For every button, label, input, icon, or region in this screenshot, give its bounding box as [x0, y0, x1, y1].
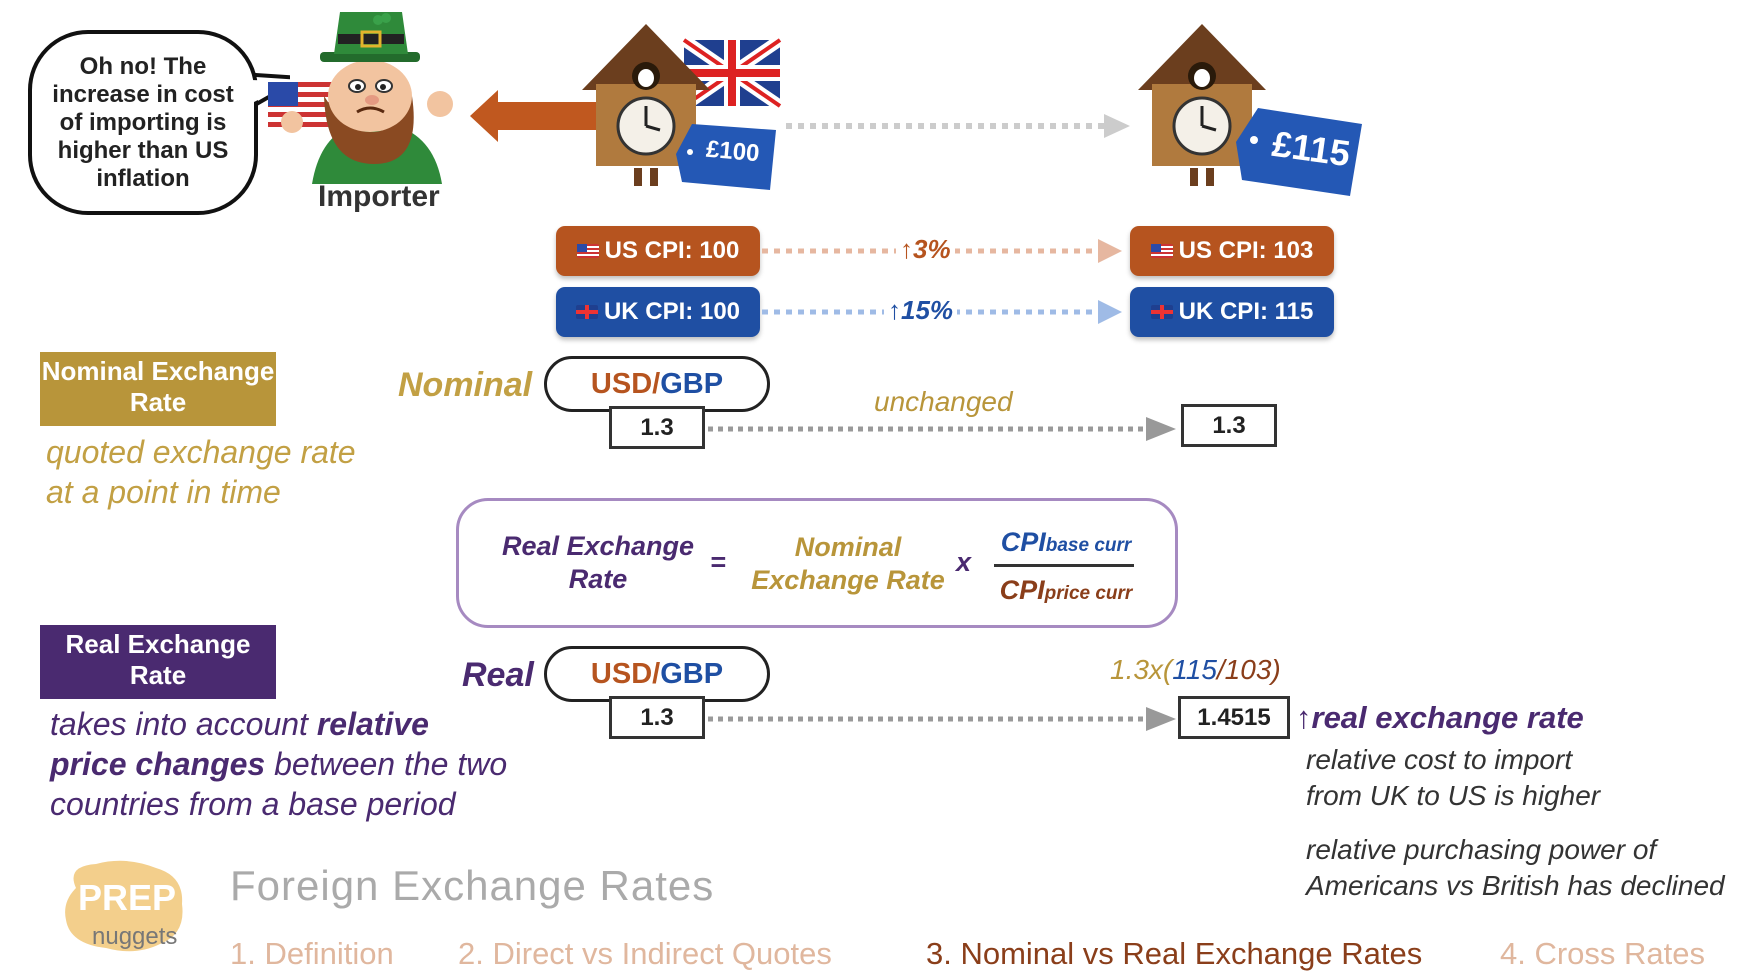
nominal-big-label: Nominal	[398, 366, 533, 404]
real-description-line: price changes between the two	[50, 744, 507, 784]
nominal-description-line: at a point in time	[46, 474, 281, 510]
uk-cpi-start-text: UK CPI: 100	[603, 298, 741, 325]
nominal-section-label: Nominal Exchange Rate	[40, 352, 276, 426]
real-description-line: takes into account relative	[50, 704, 507, 744]
real-note-line: relative cost to import	[1306, 744, 1573, 775]
real-desc-emphasis: relative	[316, 706, 429, 742]
formula-numerator-main: CPI	[1000, 527, 1046, 557]
formula-lhs: Real Exchange Rate	[492, 530, 704, 596]
price-tag-before-text: £100	[704, 135, 761, 168]
real-exchange-rate-formula	[456, 498, 1178, 628]
us-cpi-change: ↑3%	[896, 234, 955, 265]
real-rate-arrow	[708, 707, 1176, 731]
formula-times: x	[956, 547, 972, 577]
nominal-rate-end: 1.3	[1181, 404, 1277, 447]
real-rate-start: 1.3	[609, 696, 705, 739]
formula-numerator: CPIbase curr	[996, 526, 1136, 562]
price-tag-after	[1236, 108, 1362, 196]
up-arrow-icon: ↑	[900, 234, 913, 264]
up-arrow-icon: ↑	[1296, 700, 1312, 735]
real-note-1: relative cost to import from UK to US is…	[1306, 742, 1600, 814]
cuckoo-clock-later-illustration	[1138, 24, 1266, 186]
real-desc-text: takes into account	[50, 706, 317, 742]
uk-cpi-start: UK CPI: 100	[556, 287, 760, 337]
currency-slash: /	[652, 367, 661, 400]
uk-cpi-end-text: UK CPI: 115	[1178, 298, 1314, 325]
speech-bubble: Oh no! The increase in cost of importing…	[28, 30, 258, 215]
us-cpi-end-text: US CPI: 103	[1178, 237, 1314, 264]
importer-character-illustration	[268, 12, 453, 184]
speech-bubble-tail-cover	[248, 80, 296, 104]
import-arrow	[470, 90, 596, 142]
real-big-label: Real	[462, 656, 534, 694]
course-title: Foreign Exchange Rates	[230, 862, 715, 909]
svg-text:nuggets: nuggets	[92, 923, 177, 950]
up-arrow-icon: ↑	[888, 295, 901, 325]
nominal-unchanged-note: unchanged	[874, 386, 1013, 417]
formula-equals: =	[710, 547, 726, 577]
formula-fraction-bar	[994, 564, 1134, 567]
currency-usd: USD	[590, 657, 653, 690]
real-note-line: relative purchasing power of	[1306, 834, 1657, 865]
formula-numerator-sub: base curr	[1045, 535, 1132, 556]
formula-nominal-line: Exchange Rate	[751, 565, 945, 595]
real-note-line: Americans vs British has declined	[1306, 870, 1725, 901]
currency-gbp: GBP	[660, 367, 724, 400]
us-flag-icon	[576, 244, 599, 258]
nominal-description: quoted exchange rate at a point in time	[46, 432, 356, 512]
currency-usd: USD	[590, 367, 653, 400]
real-note-2: relative purchasing power of Americans v…	[1306, 832, 1725, 904]
nominal-currency-pair: USD/GBP	[544, 356, 770, 412]
us-cpi-change-text: 3%	[913, 234, 951, 264]
nav-item-direct-vs-indirect[interactable]: 2. Direct vs Indirect Quotes	[458, 936, 832, 971]
calc-part: 1.3x(	[1110, 654, 1173, 685]
formula-lhs-line: Real Exchange	[501, 531, 695, 561]
us-cpi-start: US CPI: 100	[556, 226, 760, 276]
speech-bubble-text: Oh no! The increase in cost of importing…	[52, 52, 234, 192]
us-cpi-end: US CPI: 103	[1130, 226, 1334, 276]
uk-flag-icon	[1150, 305, 1173, 319]
formula-nominal-line: Nominal	[794, 532, 902, 562]
real-desc-emphasis: price changes	[50, 746, 266, 782]
nav-item-definition[interactable]: 1. Definition	[230, 936, 394, 971]
real-description: takes into account relative price change…	[50, 704, 507, 824]
real-note-line: from UK to US is higher	[1306, 780, 1601, 811]
nominal-rate-arrow	[708, 417, 1176, 441]
real-description-line: countries from a base period	[50, 786, 456, 822]
us-cpi-start-text: US CPI: 100	[604, 237, 740, 264]
formula-denominator-sub: price curr	[1044, 583, 1133, 604]
formula-nominal: Nominal Exchange Rate	[742, 531, 954, 597]
real-rate-arrow-label: ↑real exchange rate	[1296, 700, 1584, 736]
real-desc-text: between the two	[265, 746, 508, 782]
real-rate-arrow-label-text: real exchange rate	[1311, 700, 1584, 735]
real-rate-calculation: 1.3x(115/103)	[1110, 654, 1281, 686]
nominal-rate-start: 1.3	[609, 406, 705, 449]
formula-denominator: CPIprice curr	[996, 574, 1136, 610]
currency-gbp: GBP	[660, 657, 724, 690]
price-tag-before	[676, 124, 776, 190]
prep-nuggets-logo: PREP nuggets	[65, 860, 183, 952]
nominal-description-line: quoted exchange rate	[46, 434, 356, 470]
uk-cpi-change-text: 15%	[901, 295, 954, 325]
formula-lhs-line: Rate	[568, 564, 628, 594]
real-rate-end: 1.4515	[1178, 696, 1290, 739]
uk-cpi-end: UK CPI: 115	[1130, 287, 1334, 337]
nav-item-nominal-vs-real[interactable]: 3. Nominal vs Real Exchange Rates	[926, 936, 1423, 971]
nav-item-cross-rates[interactable]: 4. Cross Rates	[1500, 936, 1706, 971]
us-flag-icon	[1150, 244, 1173, 258]
svg-text:PREP: PREP	[78, 877, 176, 918]
currency-slash: /	[652, 657, 661, 690]
formula-denominator-main: CPI	[999, 575, 1045, 605]
calc-part: 115	[1172, 654, 1217, 685]
importer-label: Importer	[318, 180, 440, 213]
real-section-label: Real Exchange Rate	[40, 625, 276, 699]
real-currency-pair: USD/GBP	[544, 646, 770, 702]
uk-flag-icon	[575, 305, 598, 319]
uk-cpi-change: ↑15%	[884, 295, 958, 326]
time-arrow	[786, 114, 1130, 138]
cuckoo-clock-uk-illustration	[582, 24, 784, 186]
calc-part: /103)	[1216, 654, 1281, 685]
